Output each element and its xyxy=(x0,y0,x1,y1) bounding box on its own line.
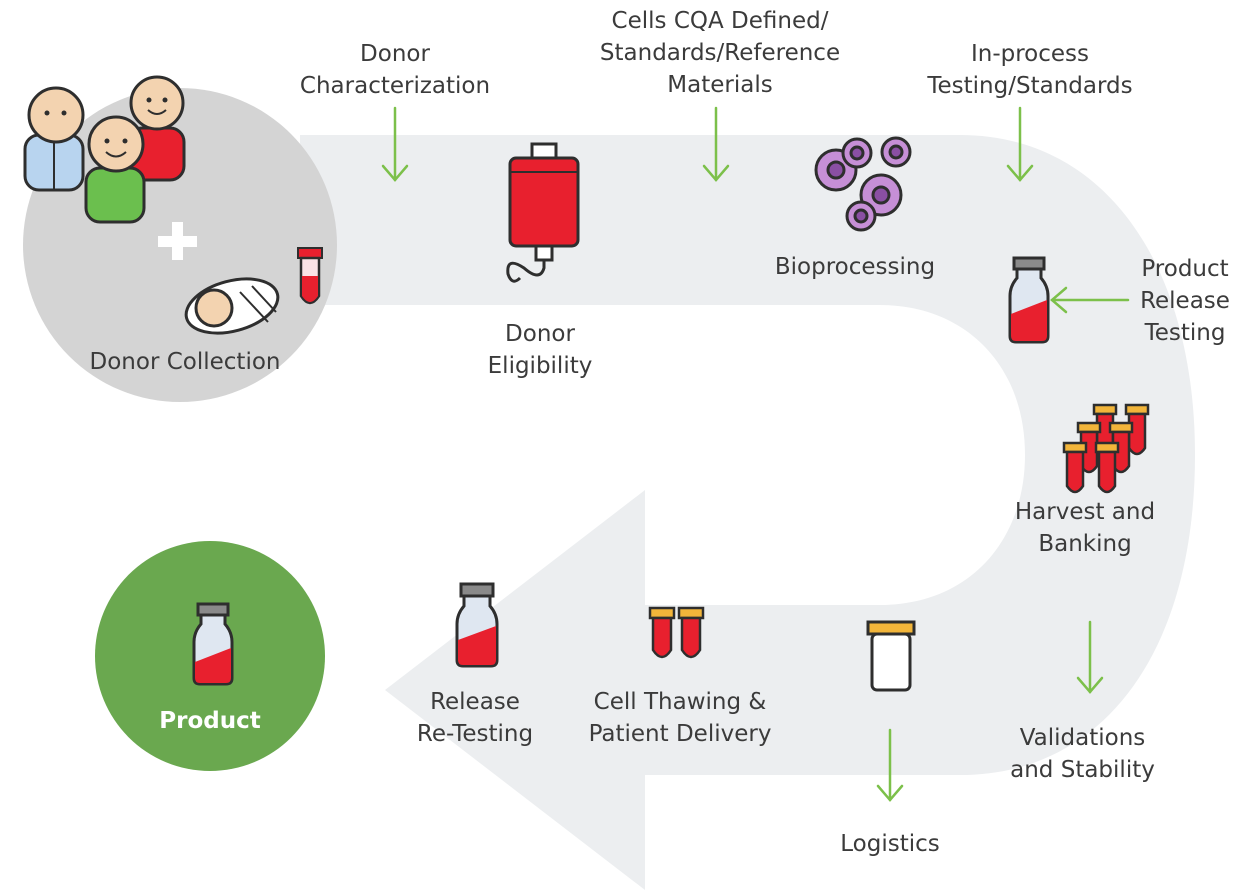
release-vial-icon xyxy=(1008,256,1050,344)
label-logistics: Logistics xyxy=(840,831,940,857)
product-vial-icon xyxy=(192,602,234,686)
arrows xyxy=(381,106,1130,802)
arrow-logistics-icon xyxy=(876,728,904,802)
label-validations-stability: Validations and Stability xyxy=(1010,725,1155,783)
label-donor-collection: Donor Collection xyxy=(89,349,281,375)
plus-icon xyxy=(158,222,197,260)
label-donor-eligibility: Donor Eligibility xyxy=(487,321,593,379)
label-harvest-banking: Harvest and Banking xyxy=(1014,499,1156,557)
cells-icon xyxy=(814,136,912,232)
process-path xyxy=(300,135,1195,890)
logistics-jar-icon xyxy=(866,620,916,692)
blood-bag-icon xyxy=(506,142,580,283)
label-cells-cqa: Cells CQA Defined/ Standards/Reference M… xyxy=(599,8,841,98)
label-product-release-testing: Product Release Testing xyxy=(1140,256,1230,346)
sample-tube-icon xyxy=(297,247,323,305)
label-product: Product xyxy=(159,708,261,734)
label-donor-characterization: Donor Characterization xyxy=(299,41,491,99)
label-in-process: In-process Testing/Standards xyxy=(927,41,1133,99)
arrow-cells-cqa-icon xyxy=(702,106,730,182)
thawing-tubes-icon xyxy=(648,606,705,659)
label-release-retesting: Release Re-Testing xyxy=(416,689,534,747)
label-cell-thawing: Cell Thawing & Patient Delivery xyxy=(588,689,772,747)
retesting-vial-icon xyxy=(455,582,499,668)
arrow-validations-icon xyxy=(1076,620,1104,694)
baby-icon xyxy=(184,277,280,335)
harvest-tubes-icon xyxy=(1062,403,1150,494)
donor-people-icon xyxy=(23,75,186,224)
arrow-product-release-icon xyxy=(1050,286,1130,314)
arrow-in-process-icon xyxy=(1006,106,1034,182)
arrow-donor-characterization-icon xyxy=(381,106,409,182)
label-bioprocessing: Bioprocessing xyxy=(774,254,936,280)
